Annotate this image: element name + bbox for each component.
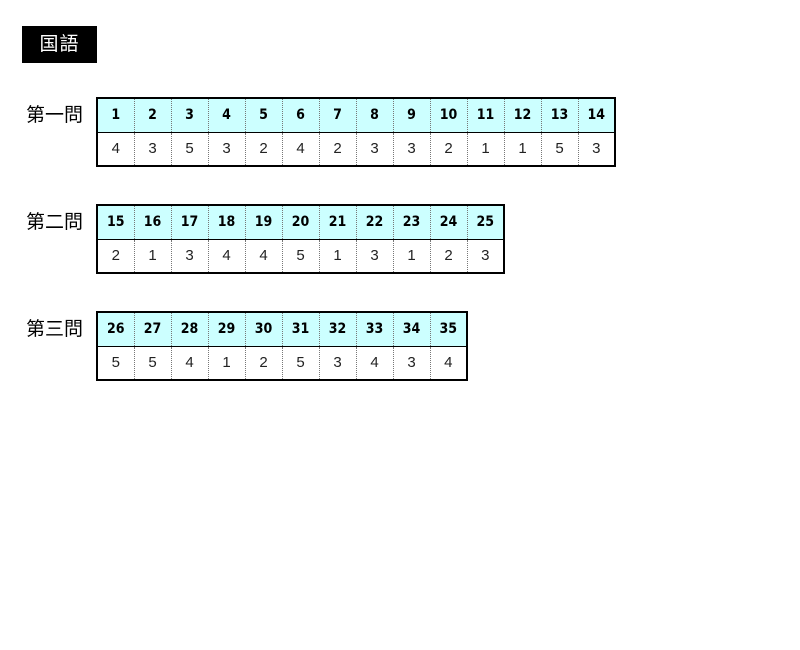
answer-cell: 2 [318, 132, 356, 166]
question-number-cell: 6 [281, 98, 319, 133]
question-number-cell: 7 [318, 98, 356, 133]
answer-cell: 2 [97, 239, 134, 273]
question-number-cell: 17 [170, 205, 208, 240]
answer-cell: 4 [97, 132, 134, 166]
question-number-cell: 20 [281, 205, 319, 240]
answer-cell: 3 [170, 239, 208, 273]
answer-cell: 2 [429, 239, 467, 273]
question-number-cell: 13 [540, 98, 578, 133]
answer-cell: 3 [577, 132, 615, 166]
section-label: 第二問 [26, 211, 84, 233]
question-number-cell: 9 [392, 98, 430, 133]
answer-cell: 1 [466, 132, 504, 166]
question-number-cell: 4 [207, 98, 245, 133]
answer-cell: 1 [503, 132, 541, 166]
question-number-cell: 34 [392, 312, 430, 347]
question-number-cell: 15 [97, 205, 134, 240]
question-number-cell: 16 [133, 205, 171, 240]
question-number-cell: 11 [466, 98, 504, 133]
answer-cell: 1 [392, 239, 430, 273]
question-number-cell: 32 [318, 312, 356, 347]
answer-cell: 5 [133, 346, 171, 380]
question-number-cell: 3 [170, 98, 208, 133]
answer-cell: 1 [207, 346, 245, 380]
answer-cell: 2 [429, 132, 467, 166]
answer-cell: 1 [133, 239, 171, 273]
section-label: 第三問 [26, 318, 84, 340]
subject-title: 国語 [22, 26, 97, 63]
question-number-cell: 30 [244, 312, 282, 347]
answer-cell: 5 [170, 132, 208, 166]
answer-cell: 1 [318, 239, 356, 273]
question-number-cell: 8 [355, 98, 393, 133]
answer-cell: 5 [281, 239, 319, 273]
section-label: 第一問 [26, 104, 84, 126]
question-number-cell: 1 [97, 98, 134, 133]
question-number-cell: 5 [244, 98, 282, 133]
question-number-cell: 35 [429, 312, 467, 347]
answer-cell: 3 [392, 346, 430, 380]
question-number-cell: 25 [466, 205, 504, 240]
answer-cell: 3 [133, 132, 171, 166]
question-number-cell: 27 [133, 312, 171, 347]
answer-cell: 3 [355, 239, 393, 273]
question-number-cell: 10 [429, 98, 467, 133]
question-number-cell: 24 [429, 205, 467, 240]
question-number-cell: 26 [97, 312, 134, 347]
question-number-cell: 23 [392, 205, 430, 240]
answer-cell: 3 [466, 239, 504, 273]
answer-cell: 4 [244, 239, 282, 273]
answer-cell: 4 [207, 239, 245, 273]
question-number-cell: 14 [577, 98, 615, 133]
question-number-cell: 29 [207, 312, 245, 347]
question-number-cell: 2 [133, 98, 171, 133]
answer-cell: 5 [540, 132, 578, 166]
question-number-cell: 28 [170, 312, 208, 347]
question-number-cell: 18 [207, 205, 245, 240]
question-number-cell: 33 [355, 312, 393, 347]
answer-cell: 3 [355, 132, 393, 166]
question-number-cell: 19 [244, 205, 282, 240]
answer-cell: 3 [318, 346, 356, 380]
answer-cell: 4 [170, 346, 208, 380]
answer-cell: 4 [281, 132, 319, 166]
answer-cell: 5 [97, 346, 134, 380]
answer-cell: 5 [281, 346, 319, 380]
answer-cell: 4 [355, 346, 393, 380]
answer-cell: 3 [207, 132, 245, 166]
answer-cell: 2 [244, 132, 282, 166]
question-number-cell: 12 [503, 98, 541, 133]
question-number-cell: 22 [355, 205, 393, 240]
answer-cell: 4 [429, 346, 467, 380]
question-number-cell: 31 [281, 312, 319, 347]
question-number-cell: 21 [318, 205, 356, 240]
answer-cell: 2 [244, 346, 282, 380]
answer-cell: 3 [392, 132, 430, 166]
